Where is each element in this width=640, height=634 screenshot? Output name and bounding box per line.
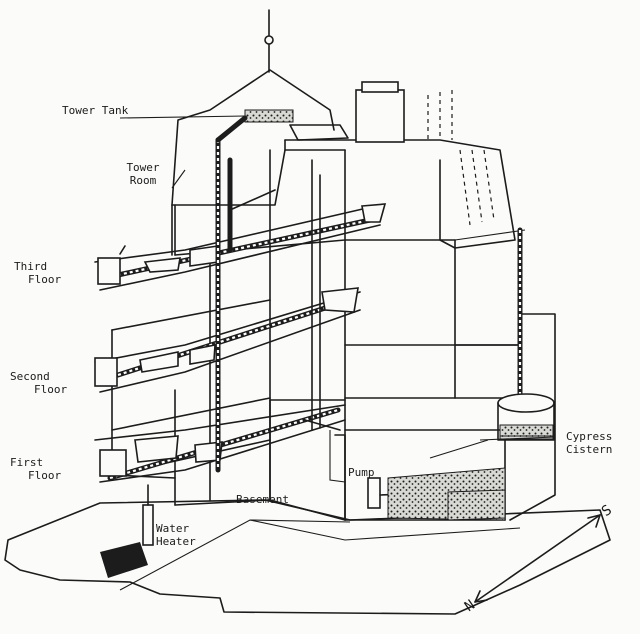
riser-pipes	[215, 115, 523, 473]
label-first-floor-line1: First	[10, 456, 44, 469]
label-second-floor: Second Floor	[10, 370, 67, 396]
label-cypress-cistern-line1: Cypress	[566, 430, 613, 443]
label-third-floor: Third Floor	[14, 260, 61, 286]
label-third-floor-line2: Floor	[28, 273, 62, 286]
label-tower-room-line1: Tower	[126, 161, 160, 174]
label-second-floor-line1: Second	[10, 370, 50, 383]
roof-and-tower	[171, 9, 526, 256]
ground-outline	[4, 499, 611, 615]
label-tower-room-line2: Room	[129, 174, 157, 187]
label-water-heater-line1: Water	[156, 522, 190, 535]
label-third-floor-line1: Third	[14, 260, 48, 273]
first-floor-fixtures	[94, 404, 346, 483]
label-tower-room: Tower Room	[118, 161, 168, 187]
label-pump: Pump	[348, 466, 375, 479]
label-first-floor: First Floor	[10, 456, 61, 482]
label-second-floor-line2: Floor	[34, 383, 68, 396]
label-tower-tank: Tower Tank	[62, 104, 129, 117]
basement-rubble	[387, 467, 506, 521]
basement-box	[174, 430, 346, 521]
compass-arrow	[474, 514, 601, 603]
label-first-floor-line2: Floor	[28, 469, 62, 482]
label-water-heater-line2: Heater	[156, 535, 196, 548]
label-cypress-cistern-line2: Cistern	[566, 443, 613, 456]
label-leaders	[171, 169, 555, 459]
third-floor-fixtures	[94, 203, 387, 291]
label-cypress-cistern: Cypress Cistern	[566, 430, 612, 456]
cypress-cistern	[479, 393, 556, 441]
water-heater	[100, 484, 154, 578]
label-water-heater: Water Heater	[156, 522, 196, 548]
label-basement: Basement	[236, 493, 289, 506]
